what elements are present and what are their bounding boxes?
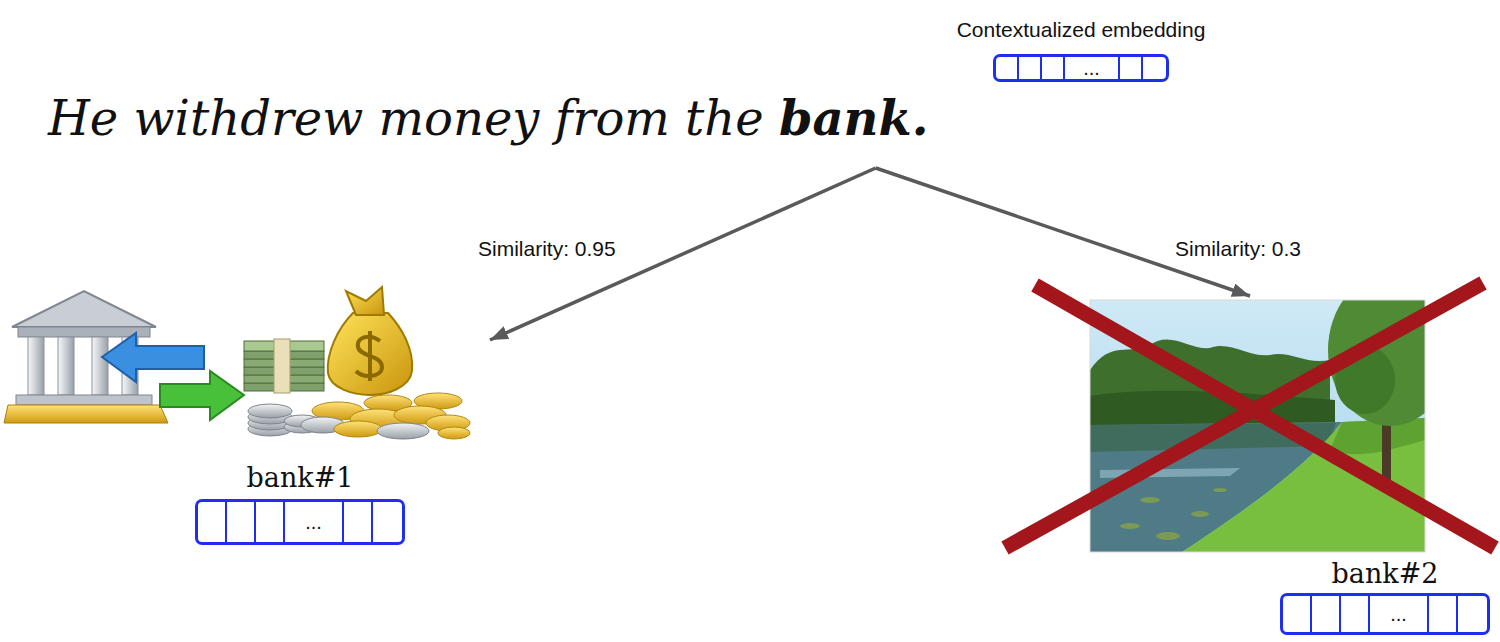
- ellipsis: ...: [305, 512, 322, 532]
- vector-cell: [256, 502, 285, 542]
- sentence: He withdrew money from the bank.: [48, 90, 928, 168]
- target-word: bank.: [779, 90, 929, 146]
- ellipsis: ...: [1083, 58, 1100, 78]
- ellipsis: ...: [1390, 604, 1407, 624]
- vector-cell: [1283, 596, 1312, 632]
- blue-arrow: [102, 333, 204, 382]
- similarity-arrow: [876, 168, 1250, 296]
- vector-cell: [373, 502, 402, 542]
- vector-box: ...: [1280, 593, 1490, 635]
- vector-cell: [1458, 596, 1487, 632]
- gold-coins: [301, 393, 470, 439]
- vector-box: ...: [993, 54, 1169, 82]
- vector-label: bank#2: [1332, 558, 1439, 589]
- embedding-vector: Contextualized embedding...: [957, 18, 1206, 82]
- money-bag: [328, 287, 412, 395]
- vector-box: ...: [195, 499, 405, 545]
- sentence-text: He withdrew money from the bank.: [48, 90, 928, 146]
- vector-cell: [198, 502, 227, 542]
- similarity-label: Similarity: 0.3: [1172, 236, 1304, 262]
- vector-cell: [227, 502, 256, 542]
- similarity-label: Similarity: 0.95: [475, 236, 619, 262]
- vector-stack: bank#2...: [1280, 558, 1490, 635]
- vector-cell: [1312, 596, 1341, 632]
- red-cross: [1005, 283, 1495, 548]
- green-arrow: [160, 371, 244, 420]
- vector-cell: [1341, 596, 1370, 632]
- sentence-part: He withdrew money from the: [48, 90, 779, 146]
- vector-label: Contextualized embedding: [957, 18, 1206, 42]
- vector-label: bank#1: [247, 462, 354, 493]
- vector-stack: Contextualized embedding...: [957, 18, 1206, 82]
- sense-node: bank#1...: [8, 283, 490, 545]
- vector-cell: [1429, 596, 1458, 632]
- vector-cell: [1143, 57, 1166, 79]
- vector-cell: [1120, 57, 1143, 79]
- banknote-stack: [244, 339, 324, 393]
- vector-cell: ...: [285, 502, 344, 542]
- vector-cell: [344, 502, 373, 542]
- vector-cell: ...: [1370, 596, 1429, 632]
- bank-icon: [4, 287, 470, 439]
- vector-cell: [1042, 57, 1065, 79]
- vector-stack: bank#1...: [195, 462, 405, 545]
- vector-cell: ...: [1065, 57, 1120, 79]
- vector-cell: [1019, 57, 1042, 79]
- vector-cell: [996, 57, 1019, 79]
- sense-node: bank#2...: [1085, 296, 1497, 640]
